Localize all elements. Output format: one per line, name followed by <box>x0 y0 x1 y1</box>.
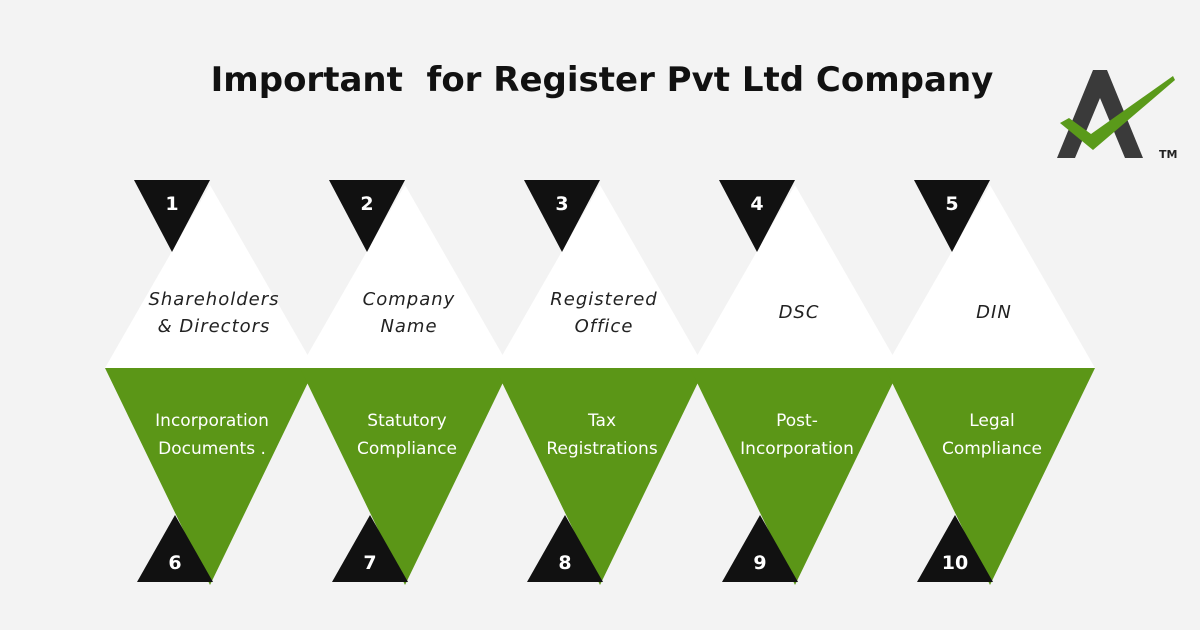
number-badge-2 <box>329 180 405 252</box>
upper-step-label-1: Shareholders& Directors <box>148 289 279 337</box>
number-badge-7 <box>332 515 408 582</box>
number-badge-8 <box>527 515 603 582</box>
number-label-7: 7 <box>363 552 376 574</box>
number-label-10: 10 <box>942 552 968 574</box>
company-logo: TM <box>1057 70 1177 161</box>
number-badge-4 <box>719 180 795 252</box>
number-label-9: 9 <box>753 552 766 574</box>
number-badge-5 <box>914 180 990 252</box>
number-label-1: 1 <box>165 193 178 215</box>
upper-step-label-4: DSC <box>779 302 820 323</box>
number-badge-3 <box>524 180 600 252</box>
lower-step-triangle-1 <box>105 368 315 585</box>
lower-step-triangle-5 <box>885 368 1095 585</box>
lower-step-triangle-2 <box>300 368 510 585</box>
lower-step-label-4: Post-Incorporation <box>740 411 854 459</box>
number-label-4: 4 <box>750 193 763 215</box>
number-label-5: 5 <box>945 193 958 215</box>
upper-step-triangle-3 <box>495 185 705 368</box>
page-title: Important for Register Pvt Ltd Company <box>210 60 994 100</box>
upper-step-triangle-2 <box>300 185 510 368</box>
upper-step-label-5: DIN <box>976 302 1012 323</box>
trademark-text: TM <box>1159 148 1177 161</box>
number-badge-9 <box>722 515 798 582</box>
logo-check-mark <box>1060 76 1175 150</box>
number-badge-10 <box>917 515 993 582</box>
upper-step-triangle-5 <box>885 185 1095 368</box>
number-badge-1 <box>134 180 210 252</box>
upper-step-triangle-1 <box>105 185 315 368</box>
number-label-8: 8 <box>558 552 571 574</box>
number-label-3: 3 <box>555 193 568 215</box>
number-badge-6 <box>137 515 213 582</box>
number-label-6: 6 <box>168 552 181 574</box>
lower-step-triangle-4 <box>690 368 900 585</box>
lower-step-triangle-3 <box>495 368 705 585</box>
upper-step-triangle-4 <box>690 185 900 368</box>
number-label-2: 2 <box>360 193 373 215</box>
